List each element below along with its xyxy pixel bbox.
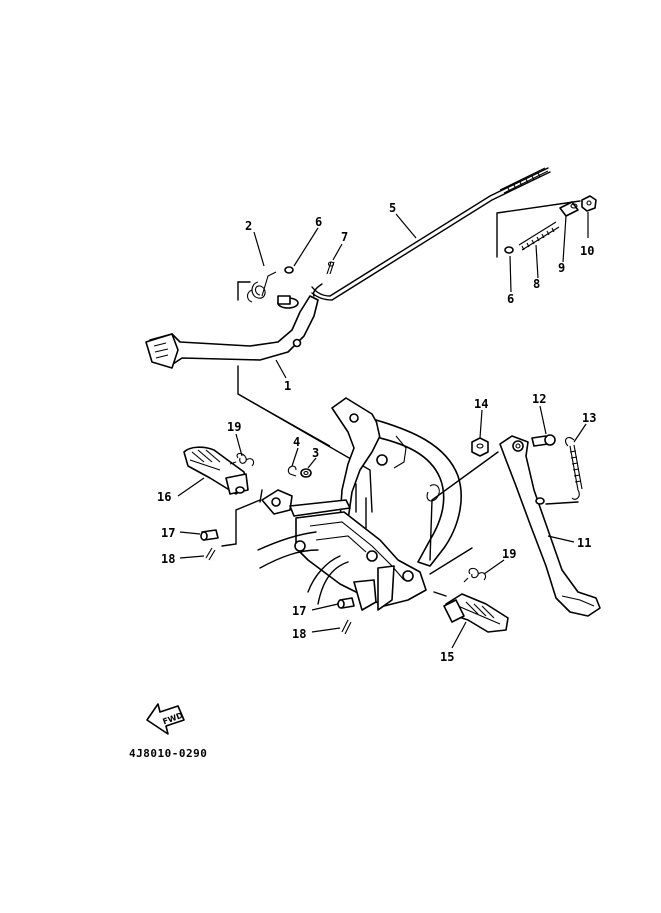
footrest-spring-right [463, 567, 487, 583]
leader-19a [235, 433, 243, 457]
leader-16 [177, 477, 205, 497]
leader-5 [395, 213, 417, 239]
return-spring-part [246, 271, 277, 303]
footrest-left-part [183, 446, 249, 495]
leader-19b [483, 559, 505, 575]
callout-1: 1 [284, 379, 291, 393]
clip-part [287, 465, 297, 477]
leader-17a [179, 531, 201, 535]
washer-part-3 [300, 468, 312, 478]
leader-4 [291, 447, 299, 467]
sidestand-spring-part [565, 437, 583, 500]
sidestand-part [499, 435, 601, 617]
callout-19a: 19 [227, 420, 241, 434]
leader-11 [547, 535, 575, 543]
callout-18b: 18 [292, 627, 306, 641]
footrest-spring-left [229, 452, 255, 467]
leader-6a [293, 227, 319, 267]
pin-right-part [337, 597, 355, 609]
rod-spring-part [518, 221, 560, 251]
leader-17b [311, 603, 339, 611]
callout-5: 5 [389, 201, 396, 215]
bolt-part [531, 434, 556, 447]
leader-2 [253, 231, 265, 267]
cotter-pin-left-part [205, 547, 216, 561]
cotter-pin-part [326, 261, 335, 275]
callout-13: 13 [582, 411, 596, 425]
leader-6b [509, 255, 512, 293]
footrest-right-part [443, 593, 509, 633]
callout-10: 10 [580, 244, 594, 258]
callout-7: 7 [341, 230, 348, 244]
callout-4: 4 [293, 435, 300, 449]
callout-3: 3 [312, 446, 319, 460]
cotter-pin-right-part [341, 619, 352, 635]
callout-19b: 19 [502, 547, 516, 561]
joint-part [559, 201, 579, 217]
leader-14 [479, 409, 483, 439]
washer-part-2 [504, 246, 514, 254]
leader-12 [539, 405, 547, 435]
frame-part [257, 397, 462, 611]
callout-15: 15 [440, 650, 454, 664]
callout-11: 11 [577, 536, 591, 550]
callout-2: 2 [245, 219, 252, 233]
leader-18a [179, 555, 205, 559]
callout-16: 16 [157, 490, 171, 504]
adjusting-nut-part [581, 195, 597, 212]
leader-8 [535, 244, 539, 279]
pin-left-part [200, 529, 219, 541]
leader-7 [332, 243, 343, 261]
nut-part [471, 437, 489, 457]
brake-pedal-part [145, 295, 319, 369]
fwd-arrow-icon: FWD [146, 703, 185, 735]
leader-9 [562, 215, 567, 263]
callout-6a: 6 [315, 215, 322, 229]
callout-17a: 17 [161, 526, 175, 540]
leader-3 [307, 457, 317, 469]
callout-8: 8 [533, 277, 540, 291]
leader-13 [573, 423, 587, 443]
washer-part [284, 266, 294, 274]
callout-12: 12 [532, 392, 546, 406]
leader-15 [451, 621, 467, 649]
callout-18a: 18 [161, 552, 175, 566]
callout-6b: 6 [507, 292, 514, 306]
leader-1 [275, 359, 287, 379]
brake-rod-part [311, 167, 551, 301]
callout-17b: 17 [292, 604, 306, 618]
callout-14: 14 [474, 397, 488, 411]
callout-9: 9 [558, 261, 565, 275]
leader-18b [311, 627, 341, 633]
diagram-code: 4J8010-0290 [129, 747, 207, 760]
